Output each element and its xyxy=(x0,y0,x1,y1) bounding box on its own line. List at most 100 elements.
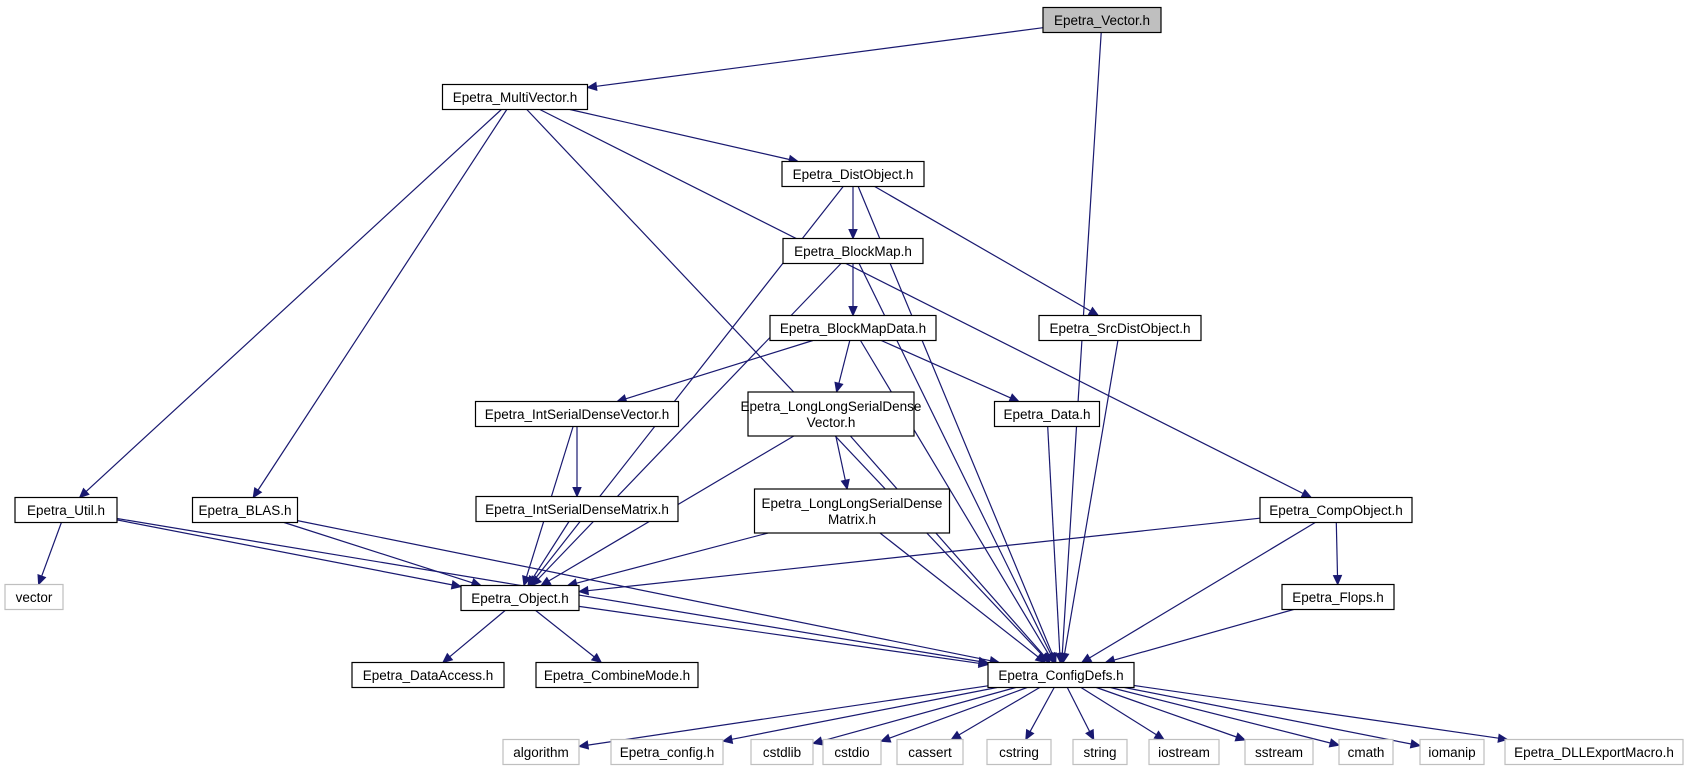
node-label: Epetra_Util.h xyxy=(27,503,105,518)
node-flops[interactable]: Epetra_Flops.h xyxy=(1281,583,1395,611)
node-box[interactable] xyxy=(986,738,1052,766)
edge-arrowhead xyxy=(1153,730,1166,741)
node-distobject[interactable]: Epetra_DistObject.h xyxy=(781,160,925,188)
edge-arrowhead xyxy=(721,734,734,744)
edge-arrowhead xyxy=(879,733,892,743)
node-box[interactable] xyxy=(1259,496,1413,524)
node-label: Epetra_config.h xyxy=(620,745,715,760)
edge-arrowhead xyxy=(1328,738,1341,748)
node-box[interactable] xyxy=(535,661,699,689)
node-box[interactable] xyxy=(1148,738,1220,766)
node-box[interactable] xyxy=(753,488,951,534)
node-label: string xyxy=(1083,745,1116,760)
node-box[interactable] xyxy=(1338,738,1394,766)
node-box[interactable] xyxy=(4,583,64,611)
node-util[interactable]: Epetra_Util.h xyxy=(14,496,118,524)
node-box[interactable] xyxy=(782,237,924,265)
node-label: Epetra_Vector.h xyxy=(1054,13,1150,28)
edge-line xyxy=(587,685,989,746)
node-box[interactable] xyxy=(1072,738,1128,766)
node-blockmap[interactable]: Epetra_BlockMap.h xyxy=(782,237,924,265)
node-box[interactable] xyxy=(993,400,1101,428)
node-configdefs[interactable]: Epetra_ConfigDefs.h xyxy=(987,661,1135,689)
node-intserialdensevector[interactable]: Epetra_IntSerialDenseVector.h xyxy=(474,400,680,428)
node-combinemode[interactable]: Epetra_CombineMode.h xyxy=(535,661,699,689)
node-iostream[interactable]: iostream xyxy=(1148,738,1220,766)
edge-arrowhead xyxy=(834,381,844,394)
edge-compobject-to-configdefs xyxy=(1080,521,1316,664)
node-box[interactable] xyxy=(987,661,1135,689)
node-box[interactable] xyxy=(474,400,680,428)
node-box[interactable] xyxy=(1504,738,1684,766)
edge-configdefs-to-cmath xyxy=(1110,686,1341,748)
node-label: Epetra_Flops.h xyxy=(1292,590,1384,605)
edge-intserialdensematrix-to-object xyxy=(527,521,570,587)
edge-longlongmatrix-to-configdefs xyxy=(879,532,1047,664)
node-multivector[interactable]: Epetra_MultiVector.h xyxy=(441,83,589,111)
node-vector[interactable]: vector xyxy=(4,583,64,611)
node-label: algorithm xyxy=(513,745,569,760)
node-cassert[interactable]: cassert xyxy=(896,738,964,766)
node-label: Epetra_BLAS.h xyxy=(198,503,291,518)
node-label: Epetra_Object.h xyxy=(471,591,569,606)
node-blockmapdata[interactable]: Epetra_BlockMapData.h xyxy=(769,314,937,342)
node-box[interactable] xyxy=(191,496,299,524)
node-intserialdensematrix[interactable]: Epetra_IntSerialDenseMatrix.h xyxy=(475,495,679,523)
node-box[interactable] xyxy=(475,495,679,523)
edge-configdefs-to-cstdio xyxy=(879,686,1028,743)
node-dllexport[interactable]: Epetra_DLLExportMacro.h xyxy=(1504,738,1684,766)
edge-line xyxy=(1133,684,1499,739)
node-compobject[interactable]: Epetra_CompObject.h xyxy=(1259,496,1413,524)
node-label: Epetra_LongLongSerialDense xyxy=(762,496,943,511)
edge-arrowhead xyxy=(1008,393,1020,402)
edge-line xyxy=(958,686,1041,736)
node-data[interactable]: Epetra_Data.h xyxy=(993,400,1101,428)
node-box[interactable] xyxy=(747,391,915,437)
node-box[interactable] xyxy=(610,738,724,766)
node-string[interactable]: string xyxy=(1072,738,1128,766)
node-box[interactable] xyxy=(1042,6,1162,34)
node-sstream[interactable]: sstream xyxy=(1244,738,1314,766)
node-cmath[interactable]: cmath xyxy=(1338,738,1394,766)
node-iomanip[interactable]: iomanip xyxy=(1419,738,1485,766)
node-box[interactable] xyxy=(351,661,505,689)
edge-arrowhead xyxy=(1080,653,1093,664)
node-cstdio[interactable]: cstdio xyxy=(822,738,882,766)
node-epetra_config[interactable]: Epetra_config.h xyxy=(610,738,724,766)
edge-object-to-combinemode xyxy=(535,610,603,664)
node-label: Epetra_Data.h xyxy=(1003,407,1090,422)
node-label: Epetra_IntSerialDenseMatrix.h xyxy=(485,502,669,517)
node-srcdistobject[interactable]: Epetra_SrcDistObject.h xyxy=(1038,314,1202,342)
edge-multivector-to-util xyxy=(78,109,502,499)
node-box[interactable] xyxy=(441,83,589,111)
node-label: Epetra_DataAccess.h xyxy=(363,668,494,683)
node-object[interactable]: Epetra_Object.h xyxy=(460,584,580,612)
node-cstring[interactable]: cstring xyxy=(986,738,1052,766)
node-box[interactable] xyxy=(896,738,964,766)
node-box[interactable] xyxy=(750,738,814,766)
node-blas[interactable]: Epetra_BLAS.h xyxy=(191,496,299,524)
edge-object-to-dataaccess xyxy=(441,610,506,664)
node-box[interactable] xyxy=(1419,738,1485,766)
node-box[interactable] xyxy=(460,584,580,612)
node-box[interactable] xyxy=(1038,314,1202,342)
edge-distobject-to-blockmap xyxy=(848,186,858,240)
node-box[interactable] xyxy=(769,314,937,342)
node-box[interactable] xyxy=(1281,583,1395,611)
node-box[interactable] xyxy=(502,738,580,766)
node-label: Epetra_CompObject.h xyxy=(1269,503,1403,518)
edge-configdefs-to-dllexport xyxy=(1133,684,1509,743)
node-box[interactable] xyxy=(781,160,925,188)
node-dataaccess[interactable]: Epetra_DataAccess.h xyxy=(351,661,505,689)
node-algorithm[interactable]: algorithm xyxy=(502,738,580,766)
edge-configdefs-to-algorithm xyxy=(577,685,989,750)
node-vector_h[interactable]: Epetra_Vector.h xyxy=(1042,6,1162,34)
node-box[interactable] xyxy=(14,496,118,524)
node-box[interactable] xyxy=(822,738,882,766)
edge-line xyxy=(1113,608,1294,661)
edge-arrowhead xyxy=(78,487,90,499)
node-cstdlib[interactable]: cstdlib xyxy=(750,738,814,766)
node-box[interactable] xyxy=(1244,738,1314,766)
